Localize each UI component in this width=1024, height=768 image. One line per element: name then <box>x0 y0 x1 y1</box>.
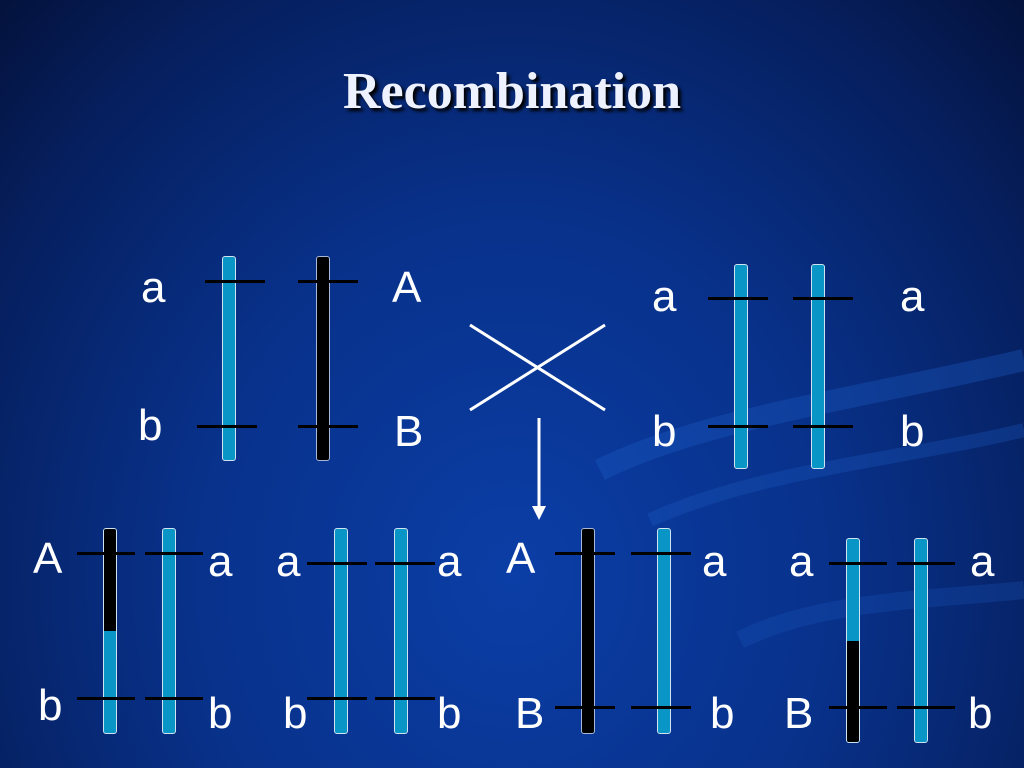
allele-label: a <box>970 537 995 586</box>
allele-label: b <box>968 689 993 738</box>
allele-label: A <box>392 263 422 312</box>
chromosome-light <box>657 528 671 734</box>
chromosome-light <box>811 264 825 469</box>
allele-label: B <box>784 689 814 738</box>
allele-label: A <box>33 534 63 583</box>
slide-title: Recombination <box>343 63 681 120</box>
locus-marker <box>77 552 135 555</box>
allele-label: a <box>276 537 301 586</box>
allele-label: B <box>515 689 545 738</box>
chromosome-light <box>334 528 348 734</box>
allele-label: A <box>506 534 536 583</box>
chromosome-light <box>162 528 176 734</box>
allele-label: b <box>38 681 63 730</box>
locus-marker <box>793 297 853 300</box>
locus-marker <box>829 562 887 565</box>
dark-segment <box>847 641 859 742</box>
allele-label: b <box>710 689 735 738</box>
locus-marker <box>375 697 435 700</box>
allele-label: b <box>652 407 677 456</box>
allele-label: a <box>702 537 727 586</box>
allele-label: B <box>394 407 424 456</box>
allele-label: a <box>900 272 925 321</box>
chromosome-dark <box>316 256 330 461</box>
chromosome-recombinant <box>103 528 117 734</box>
chromosome-light <box>222 256 236 461</box>
locus-marker <box>145 697 203 700</box>
locus-marker <box>298 280 358 283</box>
locus-marker <box>555 552 615 555</box>
allele-label: b <box>283 689 308 738</box>
locus-marker <box>375 562 435 565</box>
locus-marker <box>897 706 955 709</box>
chromosome-light <box>734 264 748 469</box>
locus-marker <box>77 697 135 700</box>
chromosome-recombinant <box>846 538 860 743</box>
locus-marker <box>307 697 367 700</box>
chromosome-dark <box>581 528 595 734</box>
locus-marker <box>555 706 615 709</box>
allele-label: a <box>437 537 462 586</box>
allele-label: b <box>138 401 163 450</box>
chromosome-light <box>394 528 408 734</box>
locus-marker <box>307 562 367 565</box>
dark-segment <box>104 529 116 631</box>
locus-marker <box>631 706 691 709</box>
allele-label: a <box>652 272 677 321</box>
allele-label: a <box>789 537 814 586</box>
locus-marker <box>897 562 955 565</box>
locus-marker <box>197 425 257 428</box>
allele-label: b <box>437 689 462 738</box>
locus-marker <box>708 297 768 300</box>
allele-label: b <box>900 407 925 456</box>
locus-marker <box>708 425 768 428</box>
locus-marker <box>205 280 265 283</box>
cross-icon <box>469 323 606 412</box>
locus-marker <box>631 552 691 555</box>
allele-label: b <box>208 689 233 738</box>
locus-marker <box>298 425 358 428</box>
locus-marker <box>145 552 203 555</box>
locus-marker <box>829 706 887 709</box>
locus-marker <box>793 425 853 428</box>
down-arrow-icon <box>532 418 546 520</box>
allele-label: a <box>208 537 233 586</box>
chromosome-light <box>914 538 928 743</box>
allele-label: a <box>141 263 166 312</box>
